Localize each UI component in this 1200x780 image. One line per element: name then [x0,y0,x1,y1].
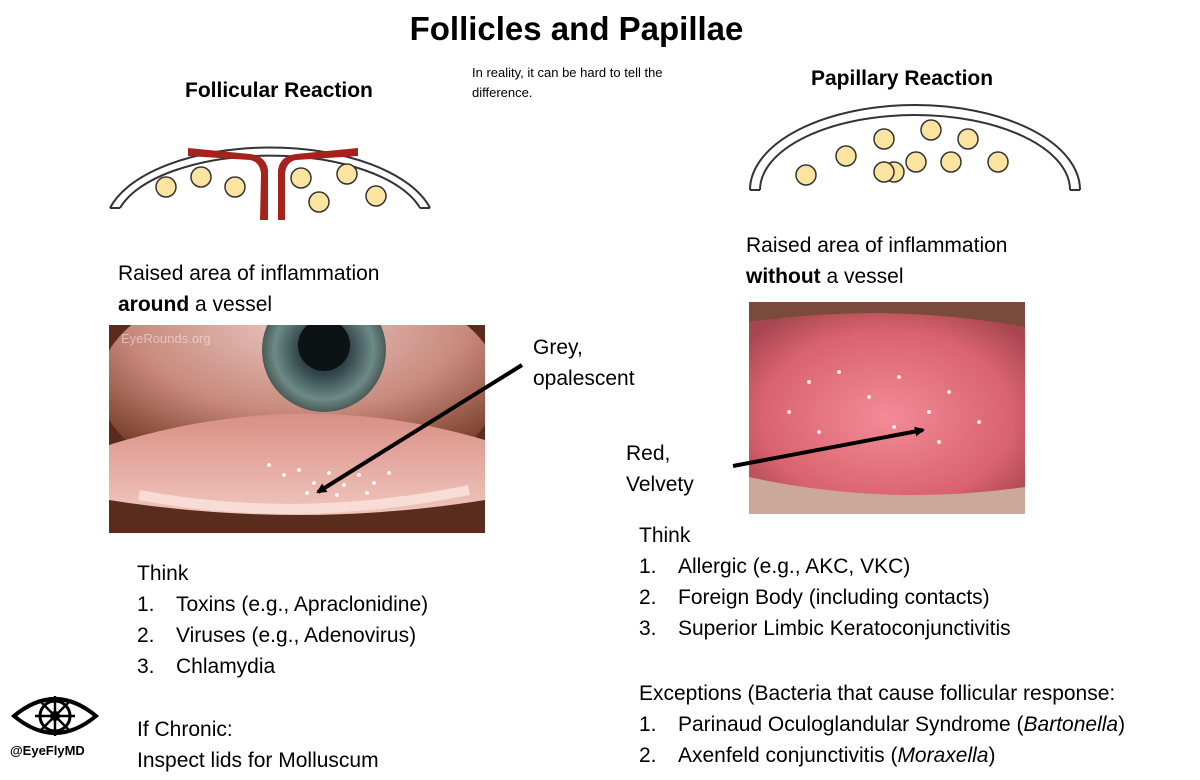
red-callout-line2: Velvety [626,473,694,496]
photo-watermark: EyeRounds.org [121,331,211,346]
papilla-dot [920,119,942,141]
follicular-desc-line1: Raised area of inflammation [118,262,380,285]
eye-ship-wheel-icon [10,696,100,736]
follicular-description: Raised area of inflammation around a ves… [118,258,379,320]
list-item: 3.Superior Limbic Keratoconjunctivitis [639,617,1011,640]
papillary-think-list: 1.Allergic (e.g., AKC, VKC) 2.Foreign Bo… [639,551,1011,644]
papillary-diagram [749,104,1081,191]
follicular-heading: Follicular Reaction [185,79,373,102]
list-item: 1.Toxins (e.g., Apraclonidine) [137,593,429,616]
follicle-dot [365,185,387,207]
list-item: 2.Viruses (e.g., Adenovirus) [137,624,417,647]
list-item: 2.Axenfeld conjunctivitis (Moraxella) [639,744,996,767]
list-item: 2.Foreign Body (including contacts) [639,586,990,609]
list-item: 1.Allergic (e.g., AKC, VKC) [639,555,911,578]
note-text: In reality, it can be hard to tell the d… [472,65,663,100]
exceptions-list: 1.Parinaud Oculoglandular Syndrome (Bart… [639,709,1125,771]
papillary-desc-bold: without [746,265,821,288]
chronic-line2: Inspect lids for Molluscum [137,749,379,772]
papilla-dot [957,128,979,150]
red-callout: Red, Velvety [626,438,694,500]
follicle-dot [190,166,212,188]
papilla-dots [795,119,1009,186]
papilla-dot [873,128,895,150]
conjunctiva-arc-outer [749,104,1081,191]
papillary-think-heading: Think [639,524,691,547]
follicular-think: Think 1.Toxins (e.g., Apraclonidine) 2.V… [137,558,428,682]
eye-photo-illustration: EyeRounds.org [109,325,485,533]
grey-callout-line1: Grey, [533,336,583,359]
papilla-dot [835,145,857,167]
red-callout-line1: Red, [626,442,671,465]
grey-callout-line2: opalescent [533,367,635,390]
papillary-think: Think 1.Allergic (e.g., AKC, VKC) 2.Fore… [639,520,1011,644]
conjunctiva-arc-outer [109,146,431,209]
papillary-desc-line1: Raised area of inflammation [746,234,1008,257]
page-title: Follicles and Papillae [409,10,744,47]
list-item: 3.Chlamydia [137,655,276,678]
list-item: 1.Parinaud Oculoglandular Syndrome (Bart… [639,713,1126,736]
follicular-desc-bold: around [118,293,190,316]
conjunctiva-arc-inner [119,154,421,209]
papillary-description: Raised area of inflammation without a ve… [746,230,1007,292]
follicle-dots [155,163,387,213]
follicle-dot [308,191,330,213]
brand-handle: @EyeFlyMD [10,743,85,758]
grey-callout: Grey, opalescent [533,332,635,394]
follicular-desc-rest: a vessel [189,293,273,316]
papilla-dot [940,151,962,173]
follicular-think-heading: Think [137,562,189,585]
papillary-eye-photo [749,302,1025,514]
papillary-heading: Papillary Reaction [811,67,994,90]
conjunctiva-arc-inner [759,114,1071,191]
papillae-photo-illustration [749,302,1025,514]
follicle-dot [155,176,177,198]
follicle-dot [290,167,312,189]
follicle-dot [224,176,246,198]
follicular-eye-photo: EyeRounds.org [109,325,485,533]
papilla-dot [905,151,927,173]
exceptions: Exceptions (Bacteria that cause follicul… [639,678,1125,771]
follicular-think-list: 1.Toxins (e.g., Apraclonidine) 2.Viruses… [137,589,428,682]
papilla-dot [987,151,1009,173]
exceptions-heading: Exceptions (Bacteria that cause follicul… [639,682,1116,705]
papilla-dot [795,164,817,186]
chronic-line1: If Chronic: [137,718,233,741]
chronic-note: If Chronic: Inspect lids for Molluscum [137,714,379,776]
follicular-diagram [109,146,431,220]
follicle-dot [336,163,358,185]
papillary-desc-rest: a vessel [820,265,904,288]
papilla-dot [873,161,895,183]
blood-vessel-icon [188,148,358,220]
